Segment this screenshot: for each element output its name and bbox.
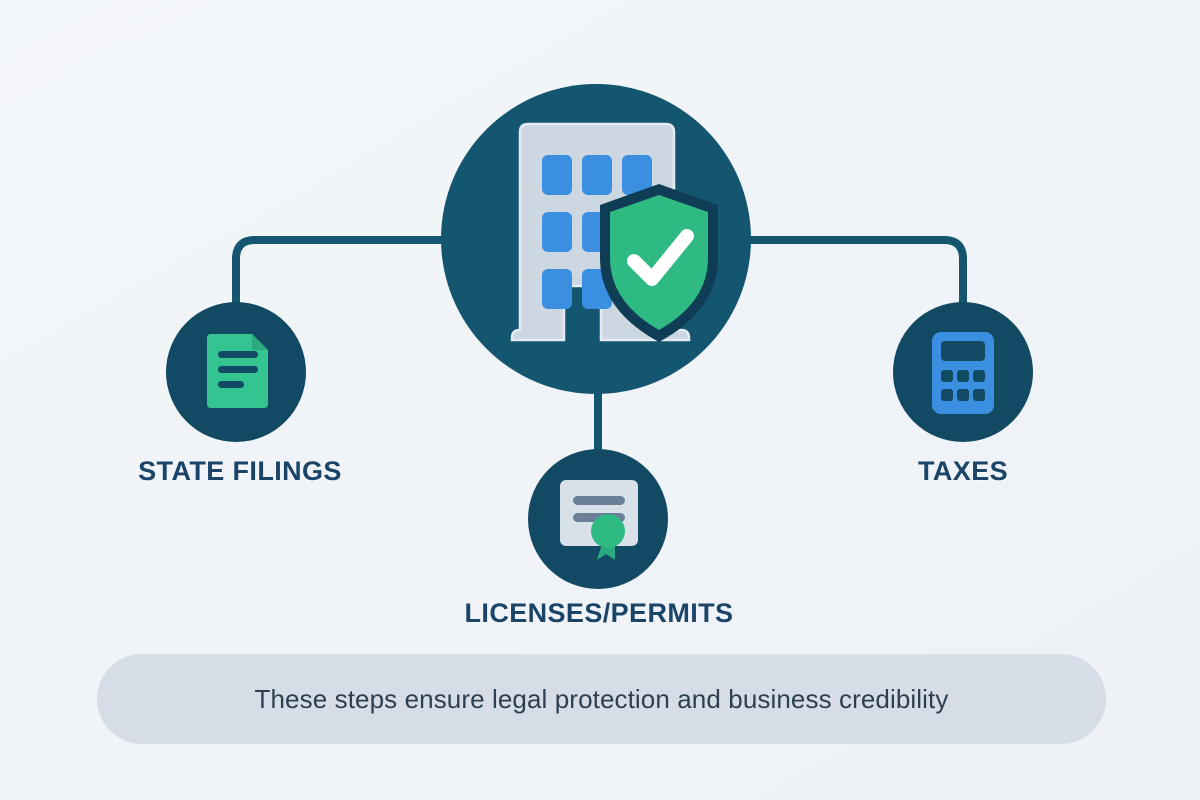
node-licenses-permits[interactable] <box>528 449 668 589</box>
document-fold-corner <box>252 334 268 350</box>
building-shield-check-icon <box>510 122 718 342</box>
label-state-filings: STATE FILINGS <box>138 456 342 486</box>
node-taxes[interactable] <box>893 302 1033 442</box>
caption-text: These steps ensure legal protection and … <box>254 683 949 714</box>
center-node-business-compliance[interactable] <box>441 84 751 394</box>
caption-bar: These steps ensure legal protection and … <box>97 654 1106 744</box>
connector-center-to-taxes <box>736 236 967 306</box>
certificate-seal-icon <box>560 480 638 560</box>
document-lines-icon <box>207 334 268 408</box>
calculator-buttons <box>941 370 985 401</box>
calculator-icon <box>932 332 994 414</box>
calculator-display <box>941 341 985 361</box>
label-taxes: TAXES <box>917 456 1009 486</box>
label-licenses-permits: LICENSES/PERMITS <box>464 598 734 628</box>
connector-center-to-state-filings <box>232 236 456 306</box>
connector-group <box>232 236 967 456</box>
check-icon <box>627 229 694 286</box>
document-text-lines <box>218 351 258 388</box>
seal-badge <box>591 514 625 548</box>
node-state-filings[interactable] <box>166 302 306 442</box>
